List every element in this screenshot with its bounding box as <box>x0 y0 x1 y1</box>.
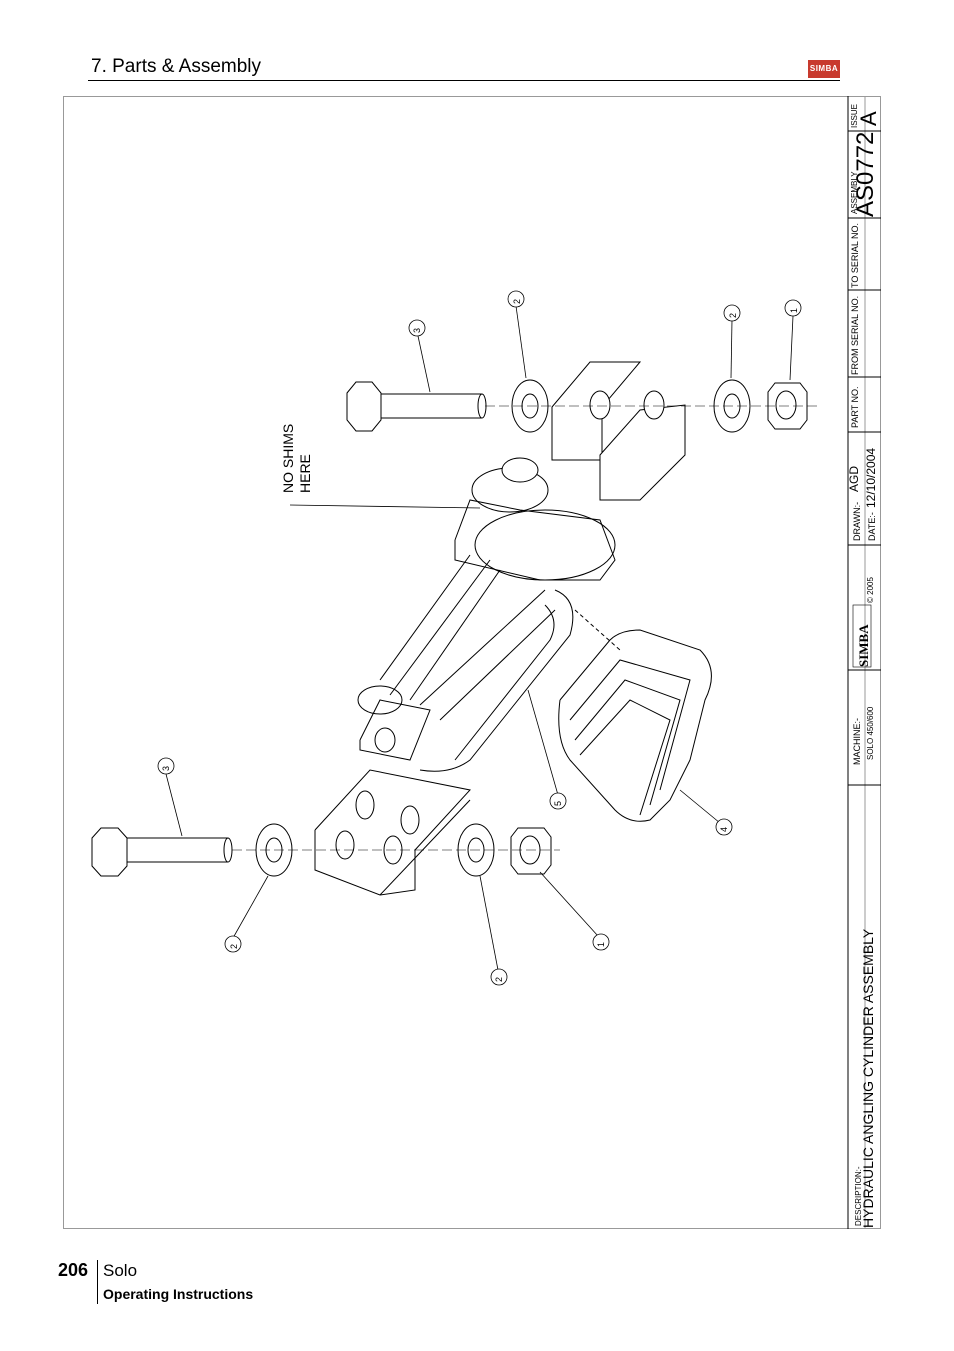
callout-4: 4 <box>719 826 729 832</box>
header-rule <box>88 80 840 81</box>
machine-value: SOLO 450/600 <box>866 706 875 760</box>
footer-product: Solo <box>103 1261 138 1280</box>
section-title: 7. Parts & Assembly <box>91 56 262 77</box>
callout-1-lower: 1 <box>596 941 606 947</box>
machine-label: MACHINE:- <box>852 718 862 765</box>
footer-subtitle: Operating Instructions <box>103 1286 254 1302</box>
callout-balloon <box>408 319 426 337</box>
callout-3-lower: 3 <box>161 765 171 771</box>
date-label: DATE:- <box>867 512 877 541</box>
from-serial-label: FROM SERIAL NO. <box>850 295 860 375</box>
callout-balloon <box>784 299 802 317</box>
callout-2-top: 2 <box>512 298 522 304</box>
callout-5: 5 <box>553 800 563 806</box>
part-no-label: PART NO. <box>850 386 860 428</box>
copyright: © 2005 <box>866 577 875 603</box>
note-line-1: NO SHIMS <box>280 423 296 493</box>
callout-2-lower-left: 2 <box>229 943 239 949</box>
simba-title-logo <box>852 604 872 668</box>
assembly-value: AS0772 <box>852 131 879 217</box>
callout-3-top: 3 <box>412 327 422 333</box>
page-number: 206 <box>58 1260 89 1280</box>
to-serial-label: TO SERIAL NO. <box>850 222 860 288</box>
issue-value: A <box>856 111 881 126</box>
description-value: HYDRAULIC ANGLING CYLINDER ASSEMBLY <box>860 928 876 1228</box>
callout-2-right: 2 <box>728 312 738 318</box>
callout-balloon <box>224 935 242 953</box>
footer-rule <box>97 1260 98 1304</box>
callout-balloon <box>507 290 525 308</box>
drawn-value: AGD <box>847 465 861 492</box>
callout-balloon <box>592 933 610 951</box>
callout-balloon <box>715 818 733 836</box>
callout-balloon <box>723 304 741 322</box>
date-value: 12/10/2004 <box>864 447 878 508</box>
callout-balloon <box>549 792 567 810</box>
callout-2-lower: 2 <box>494 976 504 982</box>
note-line-2: HERE <box>297 454 313 493</box>
callout-balloon <box>157 757 175 775</box>
drawn-label: DRAWN:- <box>852 501 862 541</box>
drawing-frame <box>63 96 881 1229</box>
brand-logo: SIMBA <box>808 60 840 78</box>
callout-balloon <box>490 968 508 986</box>
title-block-logo: SIMBA <box>856 624 871 667</box>
callout-1-top: 1 <box>789 307 799 313</box>
